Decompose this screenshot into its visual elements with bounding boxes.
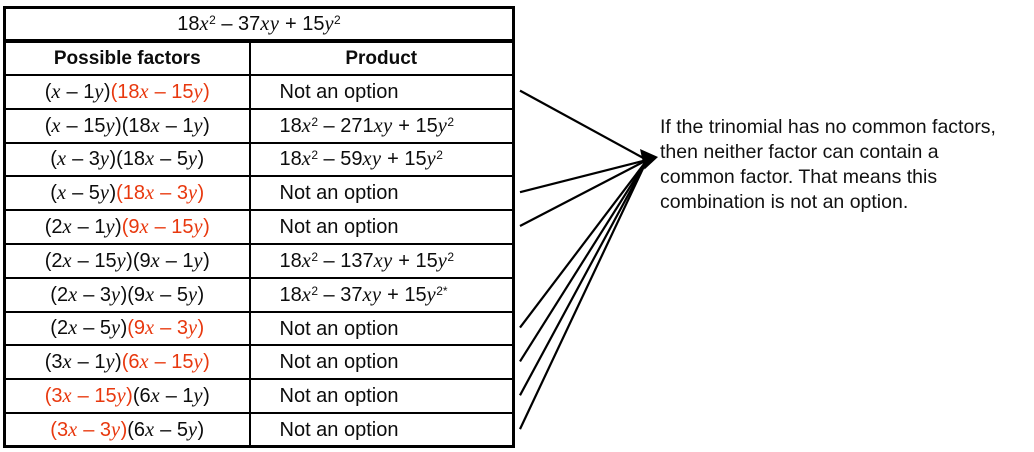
product-cell: 18x2 – 59xy + 15y2 xyxy=(248,141,515,178)
product-cell: Not an option xyxy=(248,310,515,347)
factors-cell: (2x – 1y)(9x – 15y) xyxy=(3,209,251,246)
factor: (9x – 1y) xyxy=(132,249,210,272)
connector-line xyxy=(519,159,648,329)
title-row: 18x2 – 37xy + 15y2 xyxy=(3,6,515,44)
factor-highlighted: (6x – 15y) xyxy=(121,351,210,374)
factor: (2x – 3y) xyxy=(50,283,128,306)
factors-cell: (x – 5y)(18x – 3y) xyxy=(3,175,251,212)
factor: (3x – 1y) xyxy=(44,351,122,374)
factors-cell: (2x – 5y)(9x – 3y) xyxy=(3,310,251,347)
factor: (x – 3y) xyxy=(50,148,117,171)
factor: (2x – 15y) xyxy=(44,249,133,272)
product-cell: Not an option xyxy=(248,344,515,381)
product-cell: 18x2 – 137xy + 15y2 xyxy=(248,243,515,279)
factor: (18x – 1y) xyxy=(121,114,210,137)
factor: (6x – 1y) xyxy=(132,384,210,407)
col-header-product: Product xyxy=(248,40,515,77)
factor-highlighted: (3x – 15y) xyxy=(44,384,133,407)
arrowhead-icon xyxy=(640,149,658,170)
factor-highlighted: (18x – 3y) xyxy=(116,182,205,205)
factors-cell: (x – 1y)(18x – 15y) xyxy=(3,74,251,110)
callout-text: If the trinomial has no common factors, … xyxy=(660,116,996,213)
factor: (18x – 5y) xyxy=(116,148,205,171)
product-cell: Not an option xyxy=(248,175,515,212)
connector-line xyxy=(519,159,648,396)
factors-cell: (x – 15y)(18x – 1y) xyxy=(3,107,251,144)
product-cell: Not an option xyxy=(248,209,515,246)
factor: (x – 1y) xyxy=(44,80,111,103)
factor: (6x – 5y) xyxy=(127,418,205,441)
factors-cell: (2x – 15y)(9x – 1y) xyxy=(3,243,251,279)
table-row: (3x – 15y)(6x – 1y)Not an option xyxy=(3,378,515,415)
factors-cell: (3x – 3y)(6x – 5y) xyxy=(3,412,251,448)
product-cell: Not an option xyxy=(248,378,515,415)
factor: (9x – 5y) xyxy=(127,283,205,306)
connector-line xyxy=(519,159,648,362)
factors-cell: (3x – 1y)(6x – 15y) xyxy=(3,344,251,381)
factor: (2x – 5y) xyxy=(50,317,128,340)
table-row: (3x – 1y)(6x – 15y)Not an option xyxy=(3,344,515,381)
factor-highlighted: (18x – 15y) xyxy=(110,80,210,103)
connector-line xyxy=(519,89,648,161)
table-body: (x – 1y)(18x – 15y)Not an option(x – 15y… xyxy=(3,74,515,448)
table-row: (2x – 3y)(9x – 5y)18x2 – 37xy + 15y2* xyxy=(3,276,515,313)
table-row: (3x – 3y)(6x – 5y)Not an option xyxy=(3,412,515,448)
table-row: (2x – 5y)(9x – 3y)Not an option xyxy=(3,310,515,347)
table-row: (x – 3y)(18x – 5y)18x2 – 59xy + 15y2 xyxy=(3,141,515,178)
factor: (x – 15y) xyxy=(44,114,122,137)
table-row: (2x – 15y)(9x – 1y)18x2 – 137xy + 15y2 xyxy=(3,243,515,279)
product-cell: 18x2 – 271xy + 15y2 xyxy=(248,107,515,144)
factor-highlighted: (3x – 3y) xyxy=(50,418,128,441)
table-row: (x – 5y)(18x – 3y)Not an option xyxy=(3,175,515,212)
factors-cell: (2x – 3y)(9x – 5y) xyxy=(3,276,251,313)
factors-cell: (3x – 15y)(6x – 1y) xyxy=(3,378,251,415)
product-cell: Not an option xyxy=(248,412,515,448)
table-row: (x – 1y)(18x – 15y)Not an option xyxy=(3,74,515,110)
factor: (2x – 1y) xyxy=(44,215,122,238)
product-cell: Not an option xyxy=(248,74,515,110)
table-row: (2x – 1y)(9x – 15y)Not an option xyxy=(3,209,515,246)
factor-table: 18x2 – 37xy + 15y2 Possible factors Prod… xyxy=(3,6,515,449)
factor: (x – 5y) xyxy=(50,182,117,205)
connector-line xyxy=(519,159,648,430)
trinomial-title: 18x2 – 37xy + 15y2 xyxy=(3,6,515,44)
table-row: (x – 15y)(18x – 1y)18x2 – 271xy + 15y2 xyxy=(3,107,515,144)
header-row: Possible factors Product xyxy=(3,40,515,77)
connector-line xyxy=(519,159,648,227)
factor-highlighted: (9x – 15y) xyxy=(121,215,210,238)
product-cell: 18x2 – 37xy + 15y2* xyxy=(248,276,515,313)
connector-line xyxy=(519,158,648,194)
factors-cell: (x – 3y)(18x – 5y) xyxy=(3,141,251,178)
col-header-possible-factors: Possible factors xyxy=(3,40,251,77)
factor-highlighted: (9x – 3y) xyxy=(127,317,205,340)
